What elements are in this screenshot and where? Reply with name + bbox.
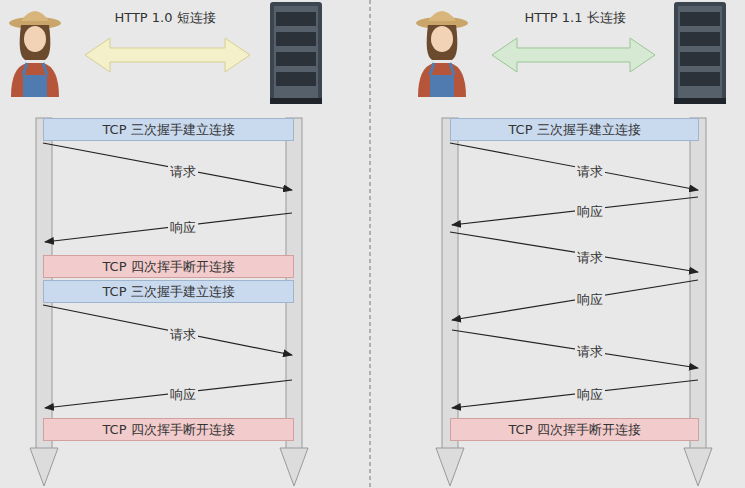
handshake-band: TCP 三次握手建立连接 xyxy=(450,118,699,141)
response-label: 响应 xyxy=(168,220,198,236)
band-text: TCP 三次握手建立连接 xyxy=(508,121,640,139)
request-label: 请求 xyxy=(168,164,198,180)
request-label: 请求 xyxy=(168,327,198,343)
band-text: TCP 四次挥手断开连接 xyxy=(508,421,640,439)
handshake-band: TCP 三次握手建立连接 xyxy=(43,118,294,141)
band-text: TCP 三次握手建立连接 xyxy=(102,121,234,139)
response-label: 响应 xyxy=(168,387,198,403)
response-label: 响应 xyxy=(575,387,605,403)
teardown-band: TCP 四次挥手断开连接 xyxy=(43,418,294,441)
band-text: TCP 四次挥手断开连接 xyxy=(102,421,234,439)
title-label: HTTP 1.1 长连接 xyxy=(522,10,627,26)
request-label: 请求 xyxy=(575,250,605,266)
request-label: 请求 xyxy=(575,164,605,180)
band-text: TCP 四次挥手断开连接 xyxy=(102,258,234,276)
response-label: 响应 xyxy=(575,292,605,308)
teardown-band: TCP 四次挥手断开连接 xyxy=(450,418,699,441)
request-label: 请求 xyxy=(575,344,605,360)
teardown-band: TCP 四次挥手断开连接 xyxy=(43,255,294,278)
response-label: 响应 xyxy=(575,204,605,220)
band-text: TCP 三次握手建立连接 xyxy=(102,283,234,301)
title-label: HTTP 1.0 短连接 xyxy=(112,10,217,26)
handshake-band: TCP 三次握手建立连接 xyxy=(43,280,294,303)
